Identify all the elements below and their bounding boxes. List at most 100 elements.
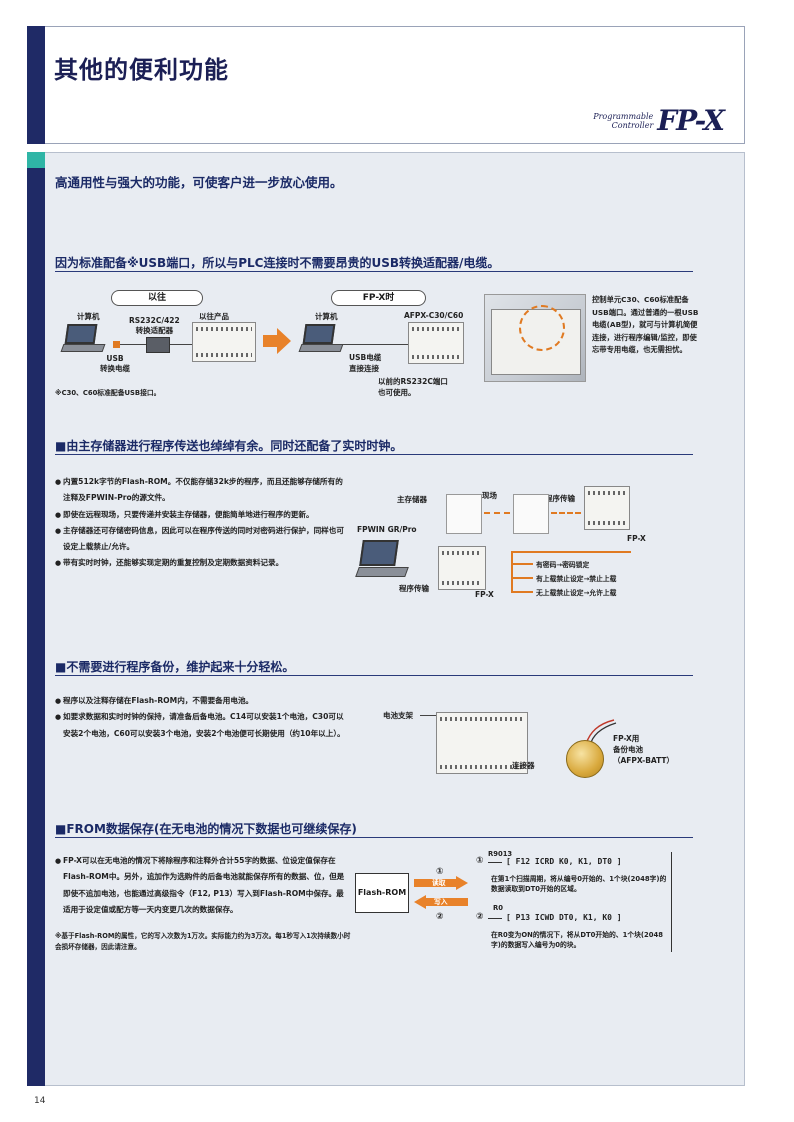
old-plc-icon [192, 322, 256, 362]
ladder-circle-2: ② [476, 912, 484, 922]
section-from-heading: ■FROM数据保存(在无电池的情况下数据也可继续保存) [55, 822, 357, 836]
flash-rom-box: Flash-ROM [355, 873, 409, 913]
transfer-bottom-label: 程序传输 [399, 584, 429, 593]
header-accent-bar [27, 26, 45, 144]
memory-bullet-3: 主存储器还可存储密码信息，因此可以在程序传送的同时对密码进行保护，同样也可设定上… [55, 523, 350, 556]
brand-name: FP-X [657, 104, 725, 137]
memory-card-icon [446, 494, 482, 534]
brand-logo: Programmable Controller FP-X [593, 104, 725, 137]
branch-2-line [511, 577, 533, 579]
laptop-old-icon [60, 324, 106, 354]
ladder-instr-1: [ F12 ICRD K0, K1, DT0 ] [506, 857, 622, 866]
model-label: AFPX-C30/C60 [404, 311, 464, 320]
circle-2-bottom: ② [436, 912, 444, 922]
branch-1-line [511, 563, 533, 565]
usb-port-photo [484, 294, 586, 382]
panel-accent-square [27, 152, 45, 168]
dashed-arrow-2 [551, 512, 581, 514]
ladder-desc-1: 在第1个扫描周期，将从编号0开始的、1个块(2048字)的数据读取到DT0开始的… [491, 875, 667, 893]
write-label: 写入 [434, 898, 448, 906]
software-label: FPWIN GR/Pro [357, 525, 417, 534]
read-label: 读取 [432, 879, 446, 887]
page-number: 14 [34, 1096, 46, 1106]
rs232c-note: 以前的RS232C端口 也可使用。 [378, 377, 448, 397]
memory-card-site-icon [513, 494, 549, 534]
fpx-plc-right-icon [584, 486, 630, 530]
circle-1-top: ① [436, 867, 444, 877]
ladder-rung-2 [488, 918, 502, 919]
branch-3-label: 无上载禁止设定→允许上载 [536, 589, 617, 597]
site-label: 现场 [482, 491, 497, 500]
page-header [27, 26, 745, 144]
section-usb-rule [55, 271, 693, 272]
section-backup-heading: ■不需要进行程序备份，维护起来十分轻松。 [55, 660, 295, 674]
section-usb-heading: 因为标准配备※USB端口，所以与PLC连接时不需要昂贵的USB转换适配器/电缆。 [55, 256, 500, 270]
intro-text: 高通用性与强大的功能，可使客户进一步放心使用。 [55, 175, 343, 190]
connector-label: 连接器 [512, 761, 535, 770]
main-memory-label: 主存储器 [397, 495, 427, 504]
from-bullet-1: FP-X可以在无电池的情况下将除程序和注释外合计55字的数据、位设定值保存在Fl… [55, 853, 350, 918]
old-label: 以往 [111, 290, 203, 306]
fpx-bottom-label: FP-X [475, 590, 494, 599]
branch-top-line [511, 551, 631, 553]
memory-bullet-1: 内置512k字节的Flash-ROM。不仅能存储32k步的程序，而且还能够存储所… [55, 474, 350, 507]
cable-line-2 [170, 344, 192, 345]
fpx-battery-unit-icon [436, 712, 528, 774]
branch-vertical-line [511, 551, 513, 593]
battery-holder-pointer [420, 715, 440, 716]
panel-side-bar [27, 152, 45, 1086]
section-backup-rule [55, 675, 693, 676]
usb-description: 控制单元C30、C60标准配备USB端口。通过普通的一根USB电缆(AB型)，就… [592, 295, 699, 354]
cable-line [120, 344, 146, 345]
from-note: ※基于Flash-ROM的属性，它的写入次数为1万次。实际能力约为3万次。每1秒… [55, 932, 351, 951]
memory-bullet-2: 即使在远程现场，只要传递并安装主存储器，便能简单地进行程序的更新。 [55, 507, 350, 524]
branch-1-label: 有密码→密码锁定 [536, 561, 590, 569]
direct-label: USB电缆 直接连接 [349, 353, 382, 373]
transfer-top-label: 程序传输 [545, 494, 575, 503]
brand-line-1: Programmable [593, 111, 654, 121]
usb-cable-label: USB 转换电缆 [100, 354, 130, 373]
usb-direct-cable [343, 344, 408, 345]
fpx-plc-icon [408, 322, 464, 364]
content-panel [27, 152, 745, 1086]
arrow-right-icon [263, 328, 291, 354]
section-memory-heading: ■由主存储器进行程序传送也绰绰有余。同时还配备了实时时钟。 [55, 439, 403, 453]
usb-footnote: ※C30、C60标准配备USB接口。 [55, 389, 161, 397]
backup-bullet-2: 如要求数据和实时时钟的保持，请准备后备电池。C14可以安装1个电池，C30可以安… [55, 709, 350, 742]
converter-label: RS232C/422 转换适配器 [129, 316, 180, 335]
backup-bullet-1: 程序以及注释存储在Flash-ROM内，不需要备用电池。 [55, 693, 350, 710]
fpx-plc-bottom-icon [438, 546, 486, 590]
laptop-memory-icon [355, 540, 409, 580]
backup-battery-icon [566, 740, 604, 778]
branch-3-line [511, 591, 533, 593]
new-label: FP-X时 [331, 290, 426, 306]
dashed-arrow-1 [484, 512, 510, 514]
old-product-label: 以往产品 [199, 312, 229, 321]
write-arrow-icon [414, 895, 468, 909]
fpx-right-label: FP-X [627, 534, 646, 543]
battery-label: FP-X用 备份电池 （AFPX-BATT） [613, 734, 675, 765]
ladder-rung-1 [488, 862, 502, 863]
ladder-desc-2: 在R0变为ON的情况下，将从DT0开始的、1个块(2048字)的数据写入编号为0… [491, 931, 663, 949]
usb-plug-icon [113, 341, 120, 348]
section-from-rule [55, 837, 693, 838]
ladder-right-rail [671, 852, 672, 952]
backup-bullets: 程序以及注释存储在Flash-ROM内，不需要备用电池。 如要求数据和实时时钟的… [55, 693, 350, 742]
memory-bullet-4: 带有实时时钟，还能够实现定期的重复控制及定期数据资料记录。 [55, 555, 350, 572]
branch-2-label: 有上载禁止设定→禁止上载 [536, 575, 617, 583]
ladder-r9013: R9013 [488, 850, 513, 858]
read-arrow-icon [414, 876, 468, 890]
battery-holder-label: 电池支架 [383, 711, 413, 720]
from-bullets: FP-X可以在无电池的情况下将除程序和注释外合计55字的数据、位设定值保存在Fl… [55, 853, 350, 918]
ladder-instr-2: [ P13 ICWD DT0, K1, K0 ] [506, 913, 622, 922]
ladder-r0: R0 [493, 904, 503, 912]
page-title: 其他的便利功能 [54, 56, 229, 84]
converter-icon [146, 337, 170, 353]
pc-new-label: 计算机 [315, 312, 338, 321]
pc-old-label: 计算机 [77, 312, 100, 321]
section-memory-rule [55, 454, 693, 455]
ladder-circle-1: ① [476, 856, 484, 866]
brand-line-2: Controller [611, 120, 654, 130]
memory-bullets: 内置512k字节的Flash-ROM。不仅能存储32k步的程序，而且还能够存储所… [55, 474, 350, 572]
laptop-new-icon [298, 324, 344, 354]
